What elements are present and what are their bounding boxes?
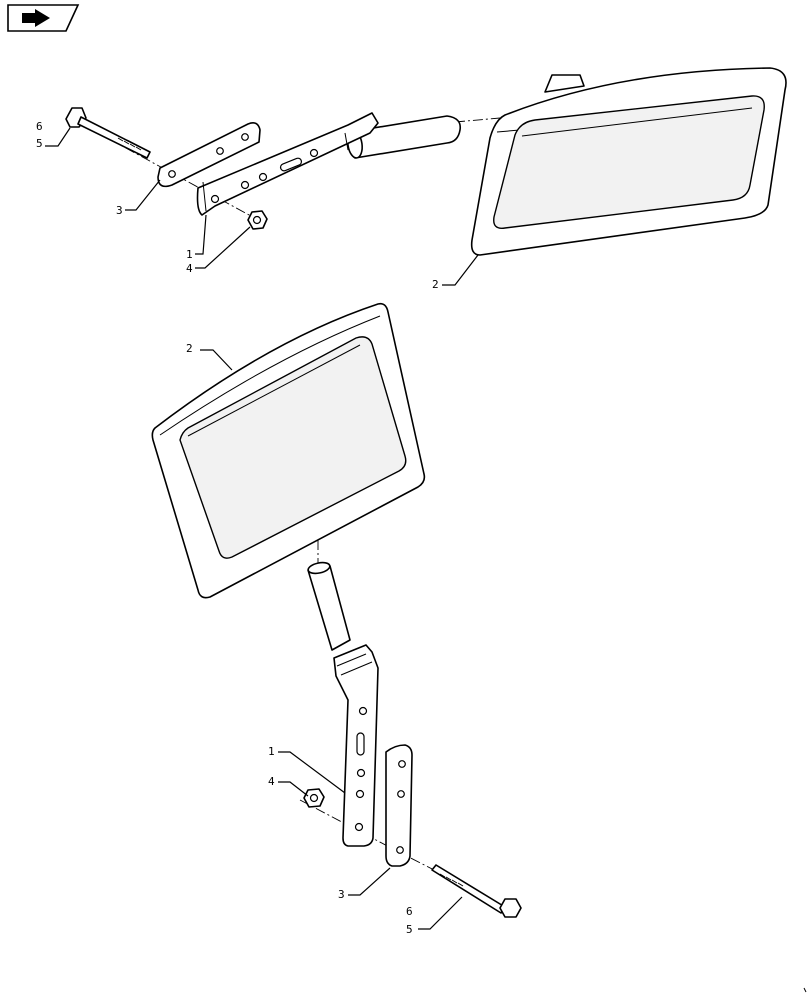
mirror-head-top bbox=[470, 67, 787, 256]
mirror-bracket-bottom bbox=[333, 644, 379, 847]
mirror-arm-tube-bottom bbox=[307, 561, 351, 651]
callout-4-bottom: 4 bbox=[268, 775, 275, 788]
lock-nut-bottom bbox=[303, 788, 325, 808]
callout-2-top: 2 bbox=[432, 278, 439, 291]
corner-mark bbox=[803, 987, 807, 993]
bolt-top bbox=[65, 107, 151, 159]
callout-2-bottom: 2 bbox=[186, 342, 193, 355]
callout-4-top: 4 bbox=[186, 262, 193, 275]
callout-3-bottom: 3 bbox=[338, 888, 345, 901]
callout-3-top: 3 bbox=[116, 204, 123, 217]
mirror-head-bottom bbox=[151, 302, 426, 599]
bottom-assembly: 2 1 4 3 6 5 bbox=[151, 302, 522, 936]
mirror-arm-tube-top bbox=[347, 115, 462, 159]
callout-1-top: 1 bbox=[186, 248, 193, 261]
bolt-bottom bbox=[431, 864, 522, 918]
lock-nut-top bbox=[247, 210, 268, 230]
clamp-plate-top bbox=[157, 122, 261, 188]
callout-6-bottom: 6 bbox=[406, 905, 413, 918]
nav-button[interactable] bbox=[7, 4, 80, 32]
callout-6-top: 6 bbox=[36, 120, 43, 133]
callout-5-bottom: 5 bbox=[406, 923, 413, 936]
top-assembly: 6 5 3 1 4 2 bbox=[36, 67, 787, 291]
navigate-forward-icon bbox=[22, 9, 50, 27]
clamp-plate-bottom bbox=[385, 744, 413, 867]
mirror-bracket-top bbox=[196, 112, 379, 216]
callout-5-top: 5 bbox=[36, 137, 43, 150]
callout-1-bottom: 1 bbox=[268, 745, 275, 758]
